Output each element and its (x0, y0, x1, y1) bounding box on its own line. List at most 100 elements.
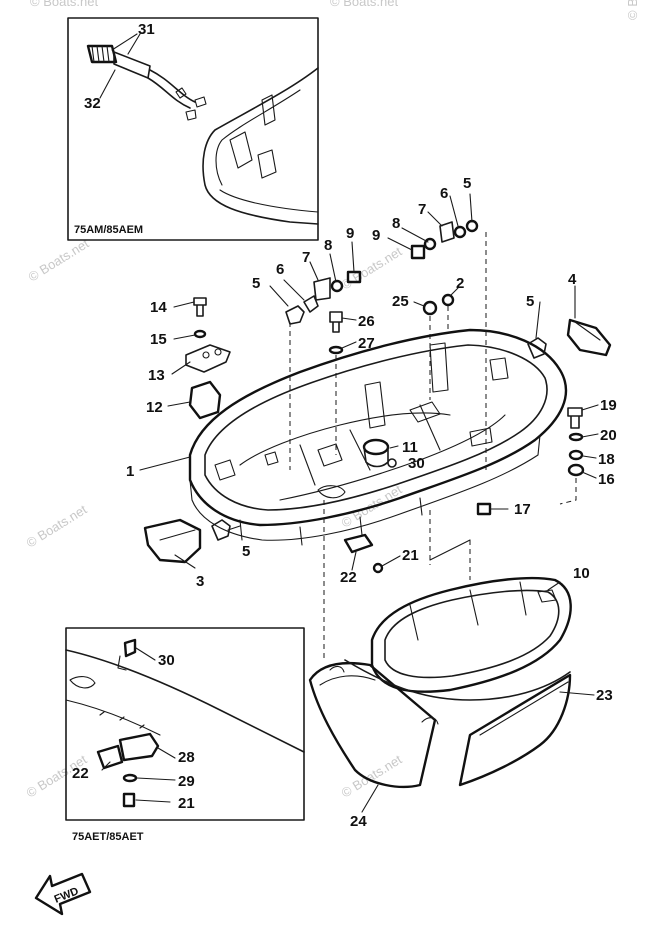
bolt-9-left (346, 270, 362, 284)
part-label-24: 24 (350, 813, 367, 830)
part-label-31: 31 (138, 21, 155, 38)
part-18 (568, 449, 584, 461)
forward-arrow-label: FWD (53, 885, 81, 906)
part-label-18: 18 (598, 451, 615, 468)
bracket-7-right (439, 221, 455, 243)
cowling-corner (202, 67, 319, 225)
part-label-7-right: 7 (418, 201, 426, 218)
part-label-32: 32 (84, 95, 101, 112)
part-2 (441, 293, 455, 307)
part-label-16: 16 (598, 471, 615, 488)
part-30-main (387, 458, 397, 468)
bracket (229, 131, 253, 169)
washer-20 (568, 432, 584, 442)
inset-top: 31 32 75AM/85AEM (67, 17, 319, 241)
inset-top-model-label: 75AM/85AEM (74, 224, 143, 236)
washer-27 (328, 345, 344, 355)
bolt-26 (329, 311, 343, 333)
part-label-9-right: 9 (372, 227, 380, 244)
bottom-cowling-1 (188, 328, 568, 546)
grommet-5-top (285, 305, 305, 325)
lower-cover-10 (370, 576, 572, 693)
part-label-19: 19 (600, 397, 617, 414)
part-label-4: 4 (568, 271, 577, 288)
part-3 (143, 518, 202, 564)
part-label-15: 15 (150, 331, 167, 348)
part-label-6-right: 6 (440, 185, 448, 202)
part-label-27: 27 (358, 335, 375, 352)
washer-8-right (423, 237, 437, 251)
part-label-17: 17 (514, 501, 531, 518)
part-label-2: 2 (456, 275, 464, 292)
bolt-21-inset (122, 792, 136, 808)
grommet-5-lower (211, 519, 231, 541)
grommet-5-right (527, 337, 547, 359)
part-label-20: 20 (600, 427, 617, 444)
leader-32 (99, 69, 116, 99)
bolt-21-main (372, 562, 384, 574)
part-label-21-main: 21 (402, 547, 419, 564)
part-label-25: 25 (392, 293, 409, 310)
part-17 (476, 502, 492, 516)
leader-31 (111, 33, 141, 55)
part-label-13: 13 (148, 367, 165, 384)
part-label-10: 10 (573, 565, 590, 582)
bracket-13 (185, 344, 231, 373)
part-label-28: 28 (178, 749, 195, 766)
lower-cover-24 (308, 661, 439, 789)
part-label-23: 23 (596, 687, 613, 704)
part-label-3: 3 (196, 573, 204, 590)
washer-15 (193, 329, 207, 339)
part-label-5-right: 5 (526, 293, 534, 310)
watermark: © Boats.net (26, 236, 92, 285)
part-label-5-upper: 5 (463, 175, 471, 192)
inset-bottom-frame (65, 627, 305, 821)
leader-lines (101, 193, 599, 813)
part-label-8-left: 8 (324, 237, 332, 254)
part-label-29: 29 (178, 773, 195, 790)
part-6-right (453, 225, 467, 239)
part-label-9-left: 9 (346, 225, 354, 242)
part-30-inset (123, 638, 137, 658)
part-22-main (343, 533, 374, 554)
bolt-19 (567, 407, 583, 429)
part-label-8-right: 8 (392, 215, 400, 232)
part-28-inset (118, 732, 160, 762)
watermarks: © Boats.net © Boats.net © Boats.net © Bo… (24, 0, 640, 801)
part-label-12: 12 (146, 399, 163, 416)
bracket-7-left (313, 277, 331, 301)
part-label-22-main: 22 (340, 569, 357, 586)
part-label-6-left: 6 (276, 261, 284, 278)
part-label-26: 26 (358, 313, 375, 330)
watermark: © Boats.net (625, 0, 640, 20)
part-labels: 1 2 3 4 5 5 5 5 6 6 7 7 8 8 9 9 10 11 12… (72, 175, 617, 830)
part-label-14: 14 (150, 299, 167, 316)
part-label-22-inset: 22 (72, 765, 89, 782)
part-4 (566, 318, 612, 357)
watermark: © Boats.net (24, 502, 90, 551)
washer-8-left (330, 279, 344, 293)
part-25 (422, 300, 438, 316)
watermark: © Boats.net (330, 0, 399, 9)
switch-31 (86, 44, 207, 121)
watermark: © Boats.net (339, 244, 405, 293)
forward-arrow: FWD (34, 872, 92, 916)
inset-bottom-model-label: 75AET/85AET (72, 831, 144, 843)
part-22-inset (96, 744, 124, 770)
part-label-30-main: 30 (408, 455, 425, 472)
part-label-5-lower: 5 (242, 543, 250, 560)
part-label-30-inset: 30 (158, 652, 175, 669)
bolt-14 (193, 297, 207, 317)
inset-bottom: 75AET/85AET (65, 627, 305, 843)
grommet-11 (362, 438, 390, 468)
watermark: © Boats.net (30, 0, 99, 9)
part-6-left (303, 295, 319, 313)
part-29-inset (122, 773, 138, 783)
part-label-7-left: 7 (302, 249, 310, 266)
part-16 (567, 463, 585, 477)
part-label-11: 11 (402, 439, 418, 456)
part-label-1: 1 (126, 463, 134, 480)
bolt-9-right (410, 244, 426, 260)
